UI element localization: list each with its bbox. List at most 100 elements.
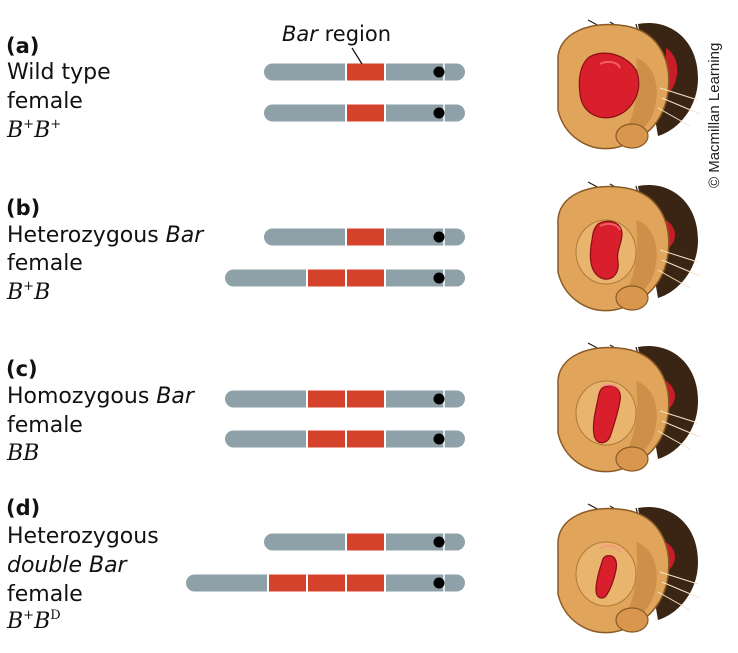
panel-d-description-line3: female [7, 582, 83, 607]
bar-region-pointer [351, 47, 363, 65]
bar-region-segment [307, 390, 346, 408]
panel-a-letter: (a) [6, 34, 40, 58]
panel-b-letter: (b) [6, 196, 41, 220]
face-shading [618, 542, 657, 626]
whisker [661, 581, 701, 599]
fly-head-kidney-bar-eye [557, 181, 701, 312]
svg-text:© Macmillan Learning: © Macmillan Learning [706, 43, 723, 188]
panel-a-description-line1: Wild type [7, 60, 111, 86]
whisker [661, 259, 701, 277]
compound-eye [578, 52, 640, 119]
copyright-notice: © Macmillan Learning [706, 43, 723, 188]
genotype-allele: B [7, 280, 24, 305]
bar-region-segment [307, 430, 346, 448]
panel-c-description-italic: Bar [156, 384, 194, 409]
bar-region-segment [346, 390, 385, 408]
bar-region-label-rest: region [317, 22, 392, 46]
compound-eye [592, 385, 621, 444]
bar-region-segment [346, 430, 385, 448]
eye-highlight [599, 60, 621, 69]
chromosome [225, 269, 465, 287]
whisker [661, 97, 701, 115]
panel-d-genotype: B+BD [7, 609, 61, 634]
proboscis [615, 123, 649, 149]
panel-c-description-plain: Homozygous [7, 384, 157, 409]
bar-region-segment [346, 269, 385, 287]
proboscis [615, 285, 649, 311]
panel-d-description-line1: Heterozygous [7, 524, 159, 549]
bar-region-segment [346, 533, 385, 551]
whisker [659, 410, 699, 424]
chromosome [264, 104, 465, 122]
bar-region-segment [346, 228, 385, 246]
centromere [433, 231, 445, 243]
genotype-superscript: + [23, 608, 35, 623]
panel-b-description-italic: Bar [165, 223, 204, 248]
whisker [657, 591, 691, 611]
whisker [659, 87, 699, 101]
centromere [433, 536, 445, 548]
compound-eye [595, 555, 618, 599]
panel-a-description-line2: female [7, 89, 83, 114]
bar-region-segment [307, 269, 346, 287]
face-shading [618, 220, 657, 304]
face-shading [618, 381, 657, 465]
panel-b-description-line2: female [7, 251, 83, 276]
centromere [433, 66, 445, 78]
centromere [433, 433, 445, 445]
fly-head-wild-type-eye [557, 19, 701, 150]
centromere [433, 272, 445, 284]
panel-d-description-line2: double Bar [7, 553, 127, 579]
bar-region-segment [307, 574, 346, 592]
bar-region-label: Bar region [282, 22, 391, 46]
bar-region-segment [268, 574, 307, 592]
panel-b-description-line1: Heterozygous Bar [7, 223, 203, 249]
panel-d-letter: (d) [6, 496, 41, 520]
genotype-allele: B [7, 609, 24, 634]
panel-d-description-italic: double Bar [7, 553, 127, 578]
chromosome [264, 63, 465, 81]
centromere [433, 577, 445, 589]
bar-region-segment [346, 574, 385, 592]
panel-c-description-line1: Homozygous Bar [7, 384, 194, 410]
panel-a-genotype: B+B+ [7, 118, 61, 143]
genotype-allele: B [34, 118, 51, 143]
compound-eye [589, 220, 623, 280]
chromosome [225, 390, 465, 408]
panel-c-genotype: BB [7, 441, 39, 466]
panel-b-description-plain: Heterozygous [7, 223, 166, 248]
eye-highlight [599, 222, 621, 231]
genotype-allele: B [23, 441, 40, 466]
whisker [657, 430, 691, 450]
whisker [661, 420, 701, 438]
whisker [659, 571, 699, 585]
panel-a-description-plain: Wild type [7, 60, 111, 85]
genotype-superscript: D [50, 608, 61, 623]
bar-region-segment [346, 104, 385, 122]
centromere [433, 393, 445, 405]
genotype-allele: B [34, 609, 51, 634]
whisker [657, 269, 691, 289]
eye-highlight [599, 544, 621, 553]
bar-region-segment [346, 63, 385, 81]
bar-region-label-italic: Bar [282, 22, 318, 46]
chromosome [225, 430, 465, 448]
chromosome [264, 533, 465, 551]
proboscis [615, 607, 649, 633]
chromosome [186, 574, 465, 592]
panel-b-genotype: B+B [7, 280, 50, 305]
centromere [433, 107, 445, 119]
genotype-allele: B [7, 118, 24, 143]
proboscis [615, 446, 649, 472]
panel-c-letter: (c) [6, 357, 38, 381]
whisker [657, 107, 691, 127]
genotype-superscript: + [23, 117, 35, 132]
chromosome [264, 228, 465, 246]
genotype-superscript: + [50, 117, 62, 132]
genotype-allele: B [7, 441, 24, 466]
fly-head-double-bar-eye [557, 503, 701, 634]
genotype-allele: B [34, 280, 51, 305]
face-shading [618, 58, 657, 142]
whisker [659, 249, 699, 263]
